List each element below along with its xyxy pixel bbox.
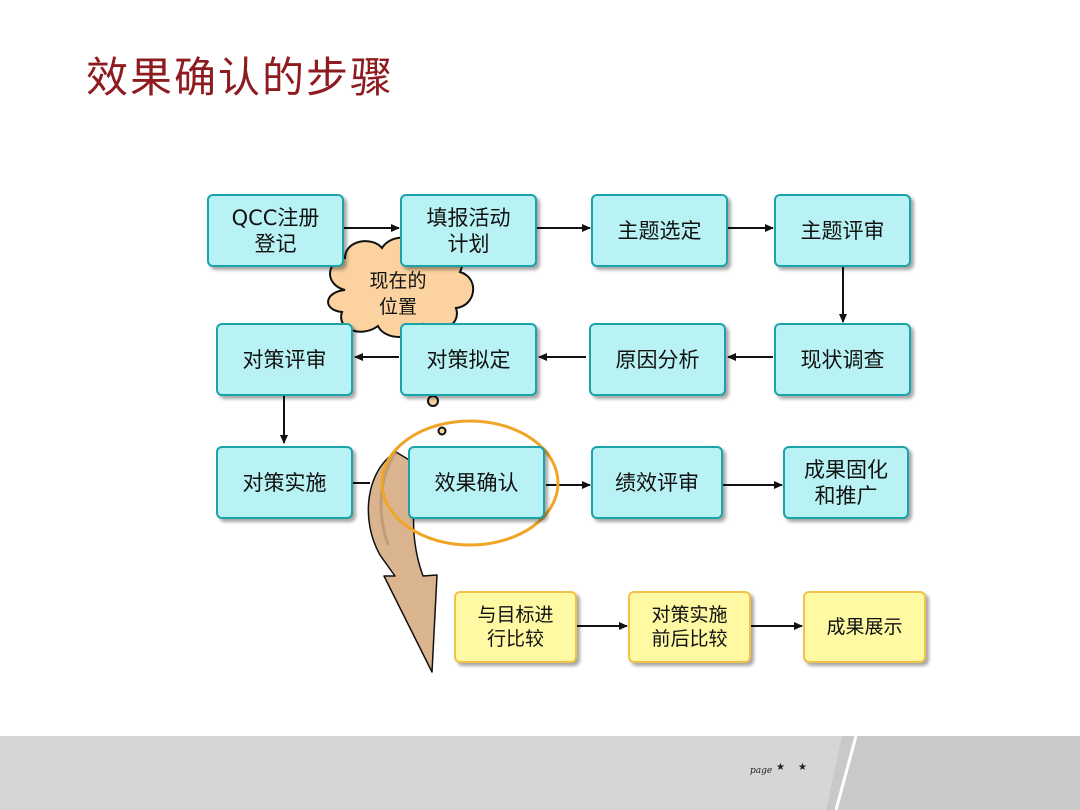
page-mark: page <box>750 766 773 776</box>
step-solidify-promote: 成果固化 和推广 <box>783 446 909 519</box>
star-icon: ★ <box>798 762 807 773</box>
step-performance-review: 绩效评审 <box>591 446 723 519</box>
step-measure-review: 对策评审 <box>216 323 353 396</box>
step-qcc-register: QCC注册 登记 <box>207 194 344 267</box>
step-status-survey: 现状调查 <box>774 323 911 396</box>
step-cause-analysis: 原因分析 <box>589 323 726 396</box>
highlight-ellipse <box>380 419 560 547</box>
sub-step-compare-target: 与目标进 行比较 <box>454 591 577 663</box>
current-position-label: 现在的 位置 <box>369 270 427 318</box>
step-topic-review: 主题评审 <box>774 194 911 267</box>
step-measure-draft: 对策拟定 <box>400 323 537 396</box>
step-fill-plan: 填报活动 计划 <box>400 194 537 267</box>
footer-band <box>0 735 1080 810</box>
sub-step-show-results: 成果展示 <box>803 591 926 663</box>
step-effect-confirm: 效果确认 <box>408 446 545 519</box>
star-icon: ★ <box>776 762 785 773</box>
step-measure-implement: 对策实施 <box>216 446 353 519</box>
sub-step-compare-before-after: 对策实施 前后比较 <box>628 591 751 663</box>
page-title: 效果确认的步骤 <box>86 53 395 102</box>
step-topic-select: 主题选定 <box>591 194 728 267</box>
